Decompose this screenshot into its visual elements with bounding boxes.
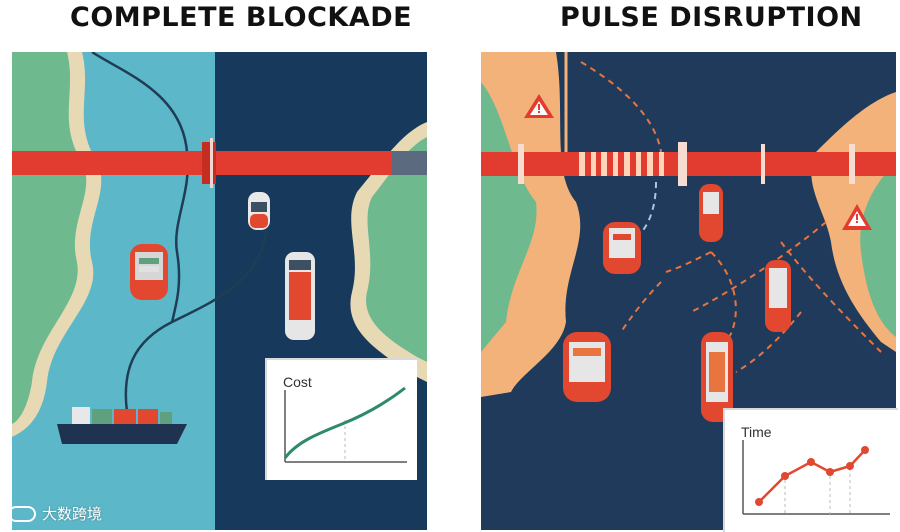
- right-panel-title: PULSE DISRUPTION: [560, 2, 863, 33]
- warning-icon: [524, 94, 554, 118]
- watermark: 大数跨境: [8, 503, 102, 524]
- time-label: Time: [741, 424, 772, 440]
- dashed-route: [690, 221, 827, 313]
- dashed-route: [665, 251, 712, 273]
- left-land: [12, 52, 87, 424]
- dashed-route: [780, 241, 882, 353]
- cost-chart-inset: Cost: [265, 358, 417, 480]
- watermark-text: 大数跨境: [42, 506, 103, 523]
- barrier-post-left: [518, 144, 524, 184]
- time-chart-svg: [742, 440, 890, 515]
- pulse-stripes: [579, 152, 664, 176]
- container-ship: [603, 222, 641, 274]
- container-ship: [699, 184, 723, 242]
- barrier-gate-post: [202, 142, 216, 184]
- complete-blockade-illustration: [12, 52, 427, 530]
- blockade-scene: [12, 52, 427, 530]
- pulse-barrier: [481, 152, 896, 176]
- time-points: [755, 446, 869, 506]
- red-blockade-barrier: [12, 151, 427, 175]
- right-land: [366, 137, 427, 362]
- time-line: [758, 449, 866, 503]
- barrier-end: [392, 151, 427, 175]
- barrier-post-center: [678, 142, 687, 186]
- brand-logo-icon: [8, 505, 36, 522]
- container-ship: [765, 260, 791, 332]
- left-panel-title: COMPLETE BLOCKADE: [70, 2, 413, 33]
- warning-icon: [842, 204, 872, 230]
- route-line-top: [91, 52, 190, 323]
- container-ship-right: [285, 252, 315, 340]
- route-line-diverted: [124, 226, 269, 413]
- dashed-route: [710, 251, 737, 343]
- dashed-route: [620, 281, 662, 333]
- container-ship-left: [130, 244, 168, 300]
- container-ship: [563, 332, 611, 402]
- barrier-gate-highlight: [210, 138, 213, 188]
- time-chart-inset: Time: [723, 408, 898, 532]
- cargo-ship-side-view: [57, 407, 187, 444]
- container-ship: [701, 332, 733, 422]
- barrier-post-far-right: [849, 144, 855, 184]
- right-green-land: [860, 162, 896, 337]
- cost-curve: [283, 386, 406, 459]
- dashed-route: [580, 61, 662, 153]
- dashed-route: [630, 181, 657, 243]
- left-green-land: [481, 82, 537, 352]
- cost-chart-svg: [283, 386, 407, 463]
- dashed-route: [735, 311, 802, 373]
- container-ship-small-top: [248, 192, 270, 230]
- barrier-post-right: [761, 144, 765, 184]
- cost-label: Cost: [283, 374, 312, 390]
